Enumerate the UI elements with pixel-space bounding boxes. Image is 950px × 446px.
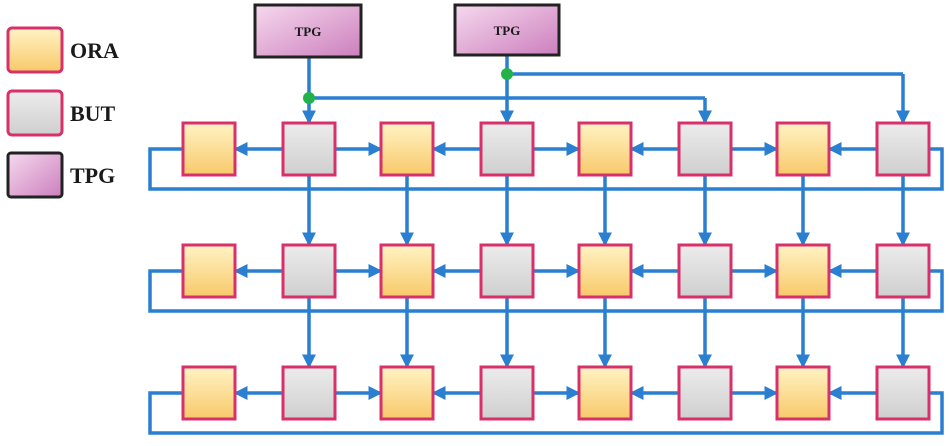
ora-cell-r1-c1 [181,121,237,177]
legend-tpg-swatch [6,151,64,199]
ora-cell-r2-c5 [577,243,633,299]
but-cell-r1-c6 [677,121,733,177]
legend-but-label: BUT [70,101,116,126]
cell-grid [181,121,931,421]
legend-but-swatch [6,89,64,137]
ora-cell-r1-c3 [379,121,435,177]
ora-cell-r1-c7 [775,121,831,177]
tpg-block-1: TPG [253,3,363,59]
ora-cell-r3-c1 [181,365,237,421]
tpg-label-2: TPG [494,23,521,38]
legend-tpg-label: TPG [70,163,115,188]
but-cell-r3-c4 [479,365,535,421]
ora-cell-r1-c5 [577,121,633,177]
tpg-box-1 [253,3,363,59]
legend: ORA BUT TPG [6,26,119,199]
but-cell-r1-c4 [479,121,535,177]
but-cell-r2-c4 [479,243,535,299]
wire-row-3-loop [148,391,944,435]
legend-ora-swatch [6,26,64,74]
interconnect-wires [148,55,944,435]
ora-cell-r3-c5 [577,365,633,421]
junction-dot-2 [501,68,513,80]
legend-ora-label: ORA [70,38,119,63]
wire-row-1-loop [148,147,944,191]
but-cell-r2-c8 [875,243,931,299]
but-cell-r3-c8 [875,365,931,421]
ora-cell-r2-c3 [379,243,435,299]
but-cell-r3-c2 [281,365,337,421]
wire-row-2-loop [148,269,944,313]
legend-item-but: BUT [6,89,116,137]
but-cell-r3-c6 [677,365,733,421]
but-cell-r1-c2 [281,121,337,177]
but-cell-r2-c2 [281,243,337,299]
ora-cell-r2-c1 [181,243,237,299]
but-cell-r1-c8 [875,121,931,177]
legend-item-ora: ORA [6,26,119,74]
legend-item-tpg: TPG [6,151,115,199]
tpg-box-2 [453,3,561,57]
tpg-block-2: TPG [453,3,561,57]
tpg-label-1: TPG [295,24,322,39]
ora-cell-r3-c7 [775,365,831,421]
ora-cell-r3-c3 [379,365,435,421]
ora-cell-r2-c7 [775,243,831,299]
but-cell-r2-c6 [677,243,733,299]
junction-dot-1 [303,92,315,104]
